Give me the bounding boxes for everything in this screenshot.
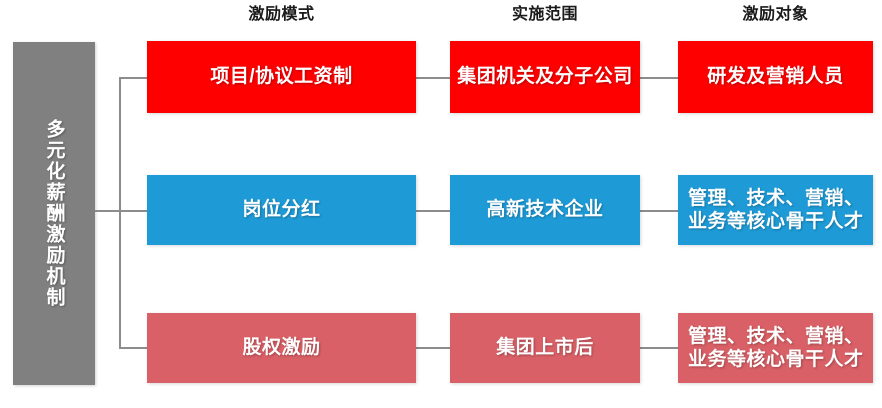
- root-node-label: 多元化薪酬激励机制: [43, 119, 65, 308]
- node-row2-col1-label: 岗位分红: [242, 199, 321, 221]
- node-row2-col1[interactable]: 岗位分红: [147, 175, 416, 245]
- node-row1-col3-label: 研发及营销人员: [707, 66, 844, 88]
- column-header-incentive-mode: 激励模式: [248, 6, 315, 23]
- connector-col2-col3-row-2: [640, 210, 679, 212]
- connector-trunk: [119, 77, 121, 349]
- node-row3-col3[interactable]: 管理、技术、营销、 业务等核心骨干人才: [678, 313, 873, 383]
- node-row3-col1-label: 股权激励: [242, 337, 321, 359]
- node-row2-col3-label: 管理、技术、营销、 业务等核心骨干人才: [688, 187, 864, 232]
- node-row1-col2[interactable]: 集团机关及分子公司: [450, 41, 640, 113]
- connector-branch-row-3: [119, 347, 149, 349]
- node-row3-col1[interactable]: 股权激励: [147, 313, 416, 383]
- connector-col1-col2-row-3: [416, 347, 451, 349]
- node-row1-col1-label: 项目/协议工资制: [210, 66, 353, 88]
- column-header-incentive-target: 激励对象: [742, 6, 809, 23]
- node-row2-col2-label: 高新技术企业: [486, 199, 604, 221]
- connector-col1-col2-row-1: [416, 77, 451, 79]
- root-node-multi-tier-compensation[interactable]: 多元化薪酬激励机制: [13, 42, 95, 385]
- connector-col2-col3-row-1: [640, 77, 679, 79]
- node-row2-col3[interactable]: 管理、技术、营销、 业务等核心骨干人才: [678, 175, 873, 245]
- node-row3-col3-label: 管理、技术、营销、 业务等核心骨干人才: [688, 325, 864, 370]
- connector-root-stub: [95, 210, 121, 212]
- connector-col2-col3-row-3: [640, 347, 679, 349]
- node-row1-col3[interactable]: 研发及营销人员: [678, 41, 873, 113]
- node-row1-col1[interactable]: 项目/协议工资制: [147, 41, 416, 113]
- connector-branch-row-1: [119, 77, 149, 79]
- node-row2-col2[interactable]: 高新技术企业: [450, 175, 640, 245]
- connector-col1-col2-row-2: [416, 210, 451, 212]
- connector-branch-row-2: [119, 210, 149, 212]
- column-header-implementation-scope: 实施范围: [511, 6, 578, 23]
- node-row3-col2[interactable]: 集团上市后: [450, 313, 640, 383]
- node-row3-col2-label: 集团上市后: [496, 337, 594, 359]
- node-row1-col2-label: 集团机关及分子公司: [457, 66, 633, 88]
